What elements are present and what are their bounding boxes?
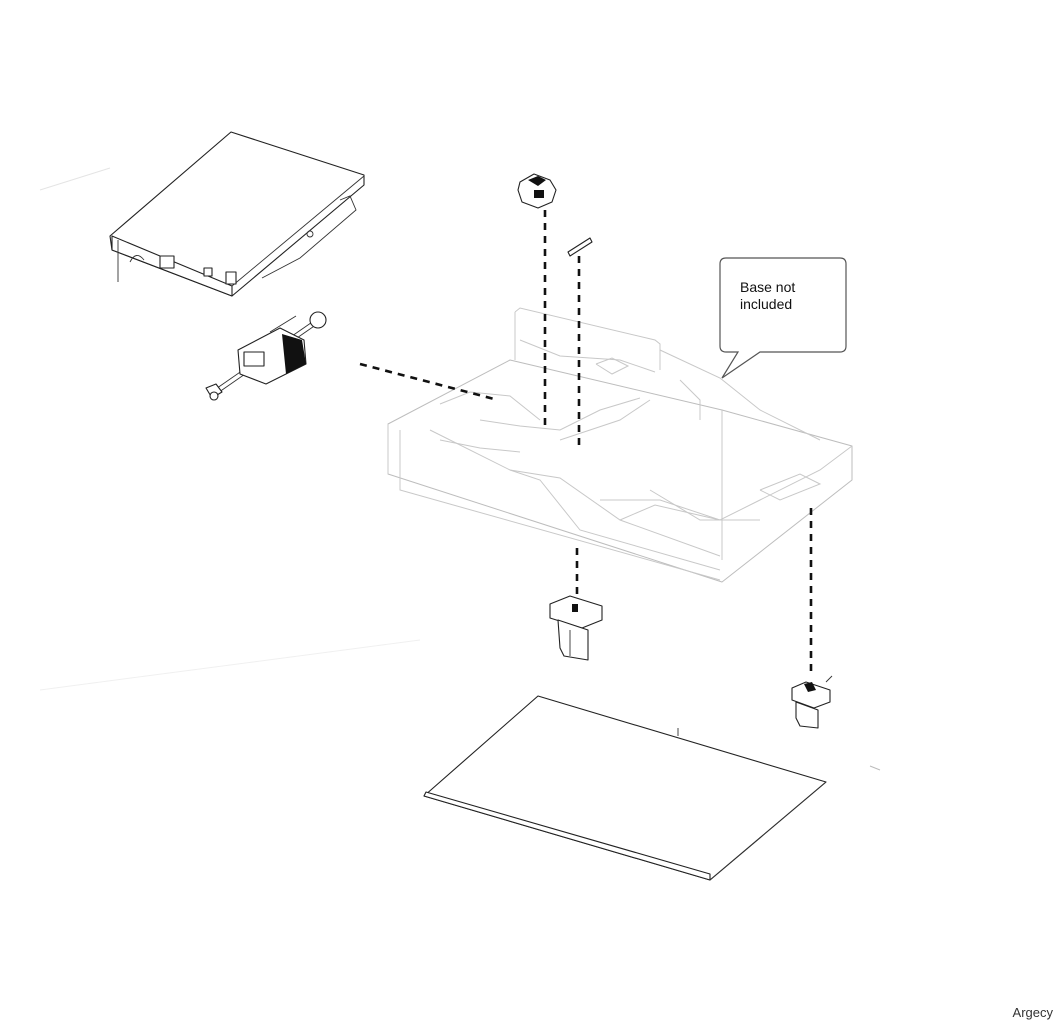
right-hinge-part xyxy=(791,675,833,729)
document-pad-part xyxy=(423,695,827,881)
pick-roller-assembly-part xyxy=(205,311,327,401)
callout-bubble xyxy=(719,257,847,379)
hinge-bracket-part xyxy=(517,173,557,209)
callout-line-1: Base not xyxy=(740,279,796,295)
label-strip-part xyxy=(567,237,593,257)
top-cover-part xyxy=(109,131,365,297)
callout-line-2: included xyxy=(740,296,793,312)
callout-text: Base not included xyxy=(740,279,840,313)
left-hinge-part xyxy=(549,595,603,661)
adf-frame-part xyxy=(387,307,853,583)
guide-lines xyxy=(39,167,881,771)
leader-lines xyxy=(359,210,813,676)
watermark-text: Argecy xyxy=(1012,1005,1053,1020)
